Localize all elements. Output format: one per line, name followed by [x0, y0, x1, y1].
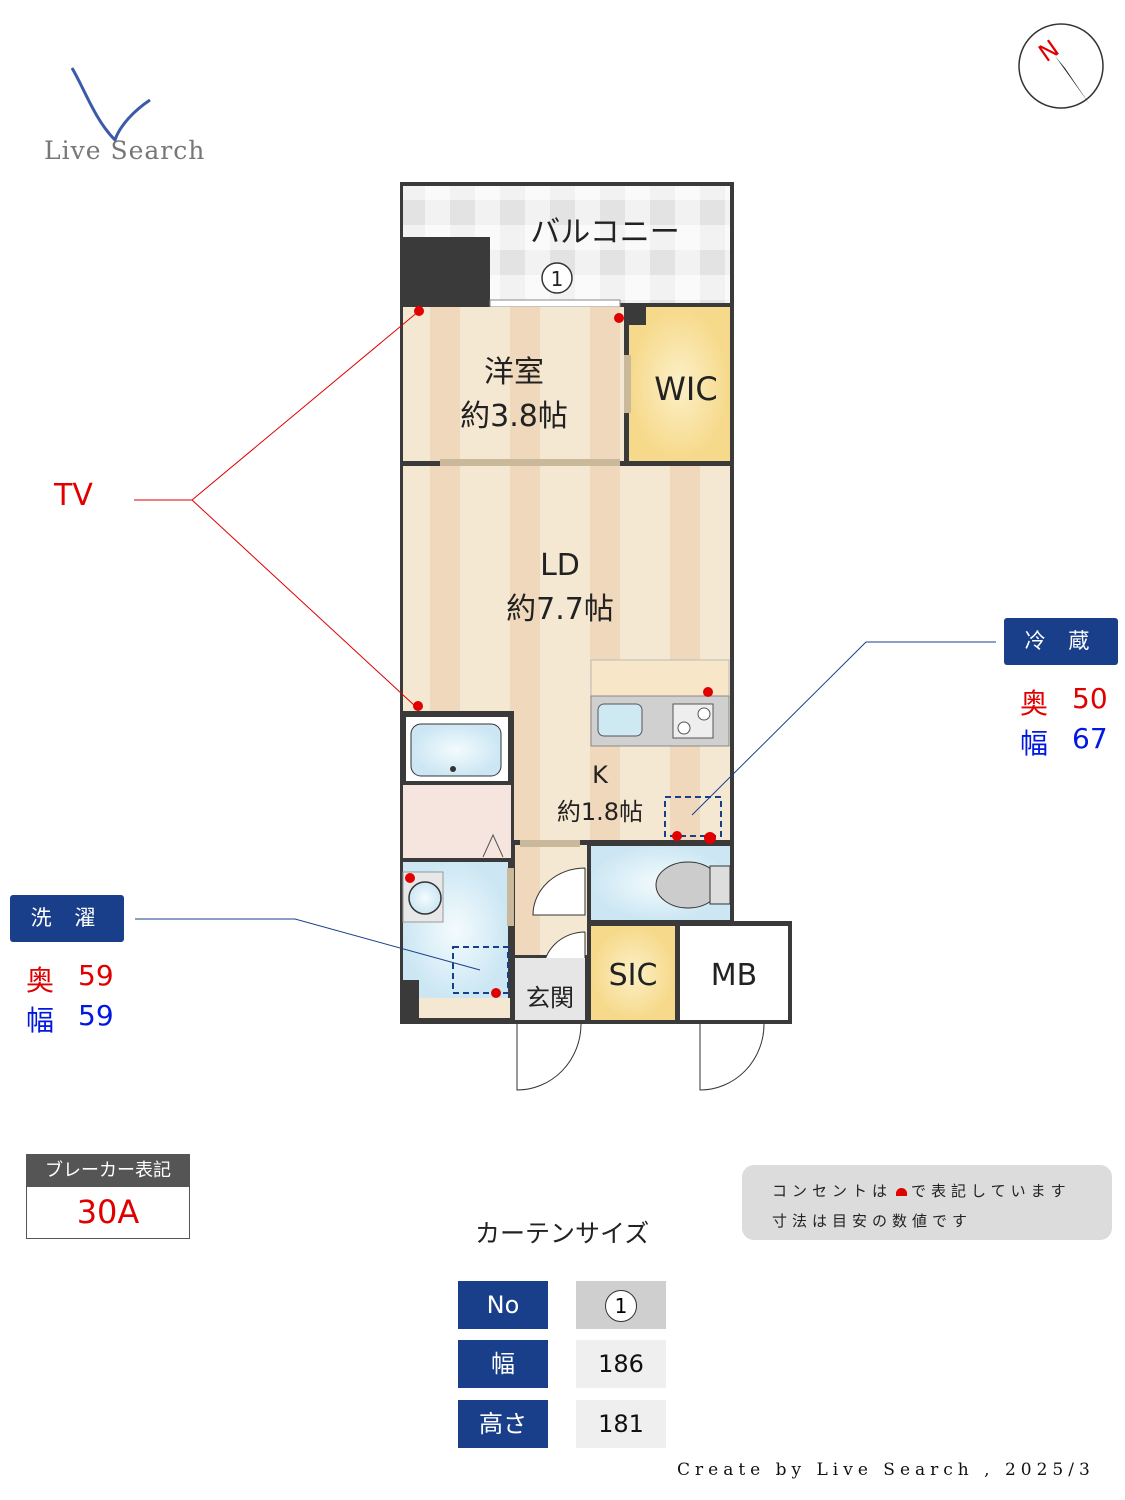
floor-plan: バルコニー 1 洋室 約3.8帖 WIC LD 約7.7帖 K 約1.8帖 玄関… — [134, 182, 996, 1091]
k-label: K — [592, 761, 609, 789]
breaker-value: 30A — [76, 1193, 140, 1231]
bathtub — [410, 723, 502, 777]
bathroom — [403, 785, 511, 858]
washer-depth: 59 — [78, 959, 114, 992]
wic-label: WIC — [654, 370, 717, 408]
breaker-box: ブレーカー表記 30A — [26, 1154, 190, 1239]
compass-icon: N — [1018, 23, 1104, 109]
washer-leader-line — [135, 918, 481, 971]
balcony-label: バルコニー — [530, 215, 679, 250]
ld-size: 約7.7帖 — [506, 592, 614, 627]
curtain-value-no: 1 — [576, 1281, 666, 1329]
curtain-header-width: 幅 — [458, 1340, 548, 1388]
note-line2: 寸法は目安の数値です — [772, 1212, 973, 1230]
entrance-door — [516, 1023, 582, 1091]
washer-width: 59 — [78, 999, 114, 1032]
note-line1-pre: コンセントは — [772, 1182, 893, 1200]
curtain-title: カーテンサイズ — [475, 1219, 650, 1248]
mb — [680, 926, 788, 1020]
curtain-value-width: 186 — [576, 1340, 666, 1388]
fridge-space — [664, 796, 722, 837]
window-number: 1 — [551, 267, 564, 291]
genkan-label: 玄関 — [526, 984, 574, 1012]
wic — [629, 307, 730, 461]
genkan — [515, 958, 585, 1020]
note-line1-post: で表記しています — [911, 1182, 1071, 1200]
k-size: 約1.8帖 — [557, 798, 643, 826]
western-room-label: 洋室 — [484, 355, 544, 390]
mb-door — [699, 1023, 765, 1091]
sic-label: SIC — [609, 958, 658, 993]
western-room — [403, 307, 624, 461]
outlet-icon — [896, 1188, 908, 1196]
fridge-width-label: 幅 — [1020, 727, 1049, 760]
fridge-width: 67 — [1072, 722, 1108, 755]
breaker-title: ブレーカー表記 — [27, 1155, 189, 1187]
tv-leader-lines — [134, 310, 420, 707]
washer-depth-label: 奥 — [26, 964, 55, 997]
fridge-depth: 50 — [1072, 682, 1108, 715]
sic — [591, 926, 675, 1020]
washer-tag: 洗 濯 機 — [10, 895, 124, 977]
ld-label: LD — [540, 548, 580, 583]
fridge-tag: 冷 蔵 庫 — [1004, 618, 1118, 700]
fridge-leader-line — [691, 641, 996, 816]
mb-label: MB — [711, 958, 757, 993]
logo-text: Live Search — [44, 136, 206, 165]
curtain-value-height: 181 — [576, 1400, 666, 1448]
washer-width-label: 幅 — [26, 1004, 55, 1037]
outlet-markers — [405, 306, 716, 998]
curtain-header-height: 高さ — [458, 1400, 548, 1448]
note-box: コンセントはで表記しています 寸法は目安の数値です — [742, 1165, 1112, 1240]
western-room-size: 約3.8帖 — [460, 399, 568, 434]
credit: Create by Live Search , 2025/3 — [677, 1460, 1095, 1480]
fridge-depth-label: 奥 — [1020, 687, 1049, 720]
tv-label: TV — [54, 478, 93, 513]
curtain-header-no: No — [458, 1281, 548, 1329]
logo-mark — [70, 67, 151, 143]
